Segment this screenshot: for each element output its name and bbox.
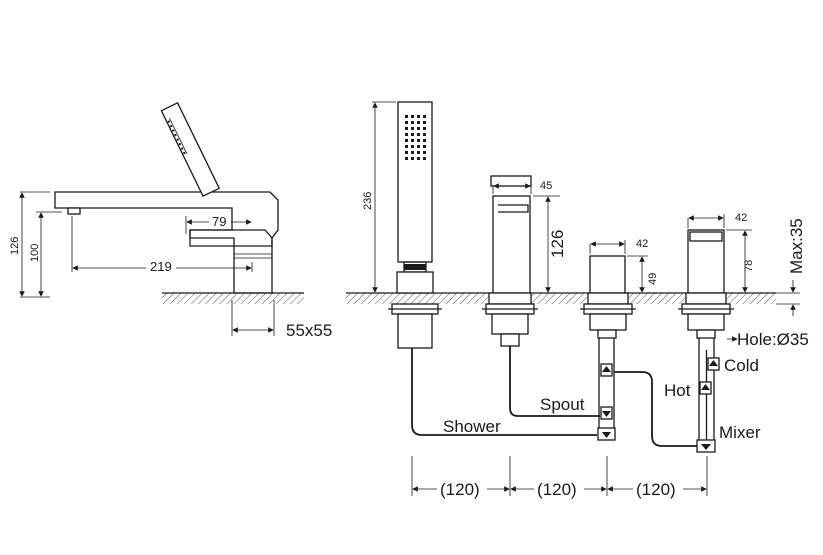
side-dim-79: 79	[212, 214, 226, 229]
mixer-unit	[678, 229, 734, 453]
label-hot: Hot	[664, 381, 691, 400]
label-cold: Cold	[724, 356, 759, 375]
handshower-unit	[388, 101, 442, 349]
label-mixer: Mixer	[719, 423, 761, 442]
front-dim-78: 78	[743, 260, 755, 272]
front-dim-hole: Hole:Ø35	[737, 330, 809, 349]
valve-unit	[580, 255, 636, 441]
hose-mixer	[614, 371, 697, 447]
side-dim-base: 55x55	[286, 321, 332, 340]
front-dim-45: 45	[540, 180, 552, 192]
side-dim-126: 126	[9, 237, 21, 255]
side-handshower	[160, 101, 221, 198]
front-dim-max35: Max:35	[787, 218, 806, 274]
side-view: 126 100 219 79 55x55	[9, 101, 332, 340]
front-dim-49: 49	[647, 273, 659, 285]
front-deck	[346, 293, 776, 304]
spacing-2: (120)	[537, 480, 577, 499]
side-deck	[162, 293, 304, 304]
label-spout: Spout	[540, 395, 585, 414]
spacing-1: (120)	[440, 480, 480, 499]
front-dim-42-valve: 42	[636, 238, 648, 250]
hose-shower	[411, 348, 597, 436]
front-dim-126: 126	[548, 230, 567, 258]
label-shower: Shower	[443, 417, 501, 436]
spacing-3: (120)	[636, 480, 676, 499]
side-dim-100: 100	[29, 244, 41, 262]
front-dim-42-mixer: 42	[735, 212, 747, 224]
side-dim-219: 219	[150, 259, 172, 274]
handshower-nozzles	[405, 115, 426, 160]
spout-unit	[482, 175, 538, 347]
side-lever	[189, 229, 273, 247]
front-dim-236: 236	[362, 192, 374, 210]
side-spout-nozzle	[67, 207, 81, 215]
front-view: 236 45 126	[346, 101, 809, 499]
side-spout-body	[54, 191, 279, 294]
hose-spout	[509, 346, 600, 417]
